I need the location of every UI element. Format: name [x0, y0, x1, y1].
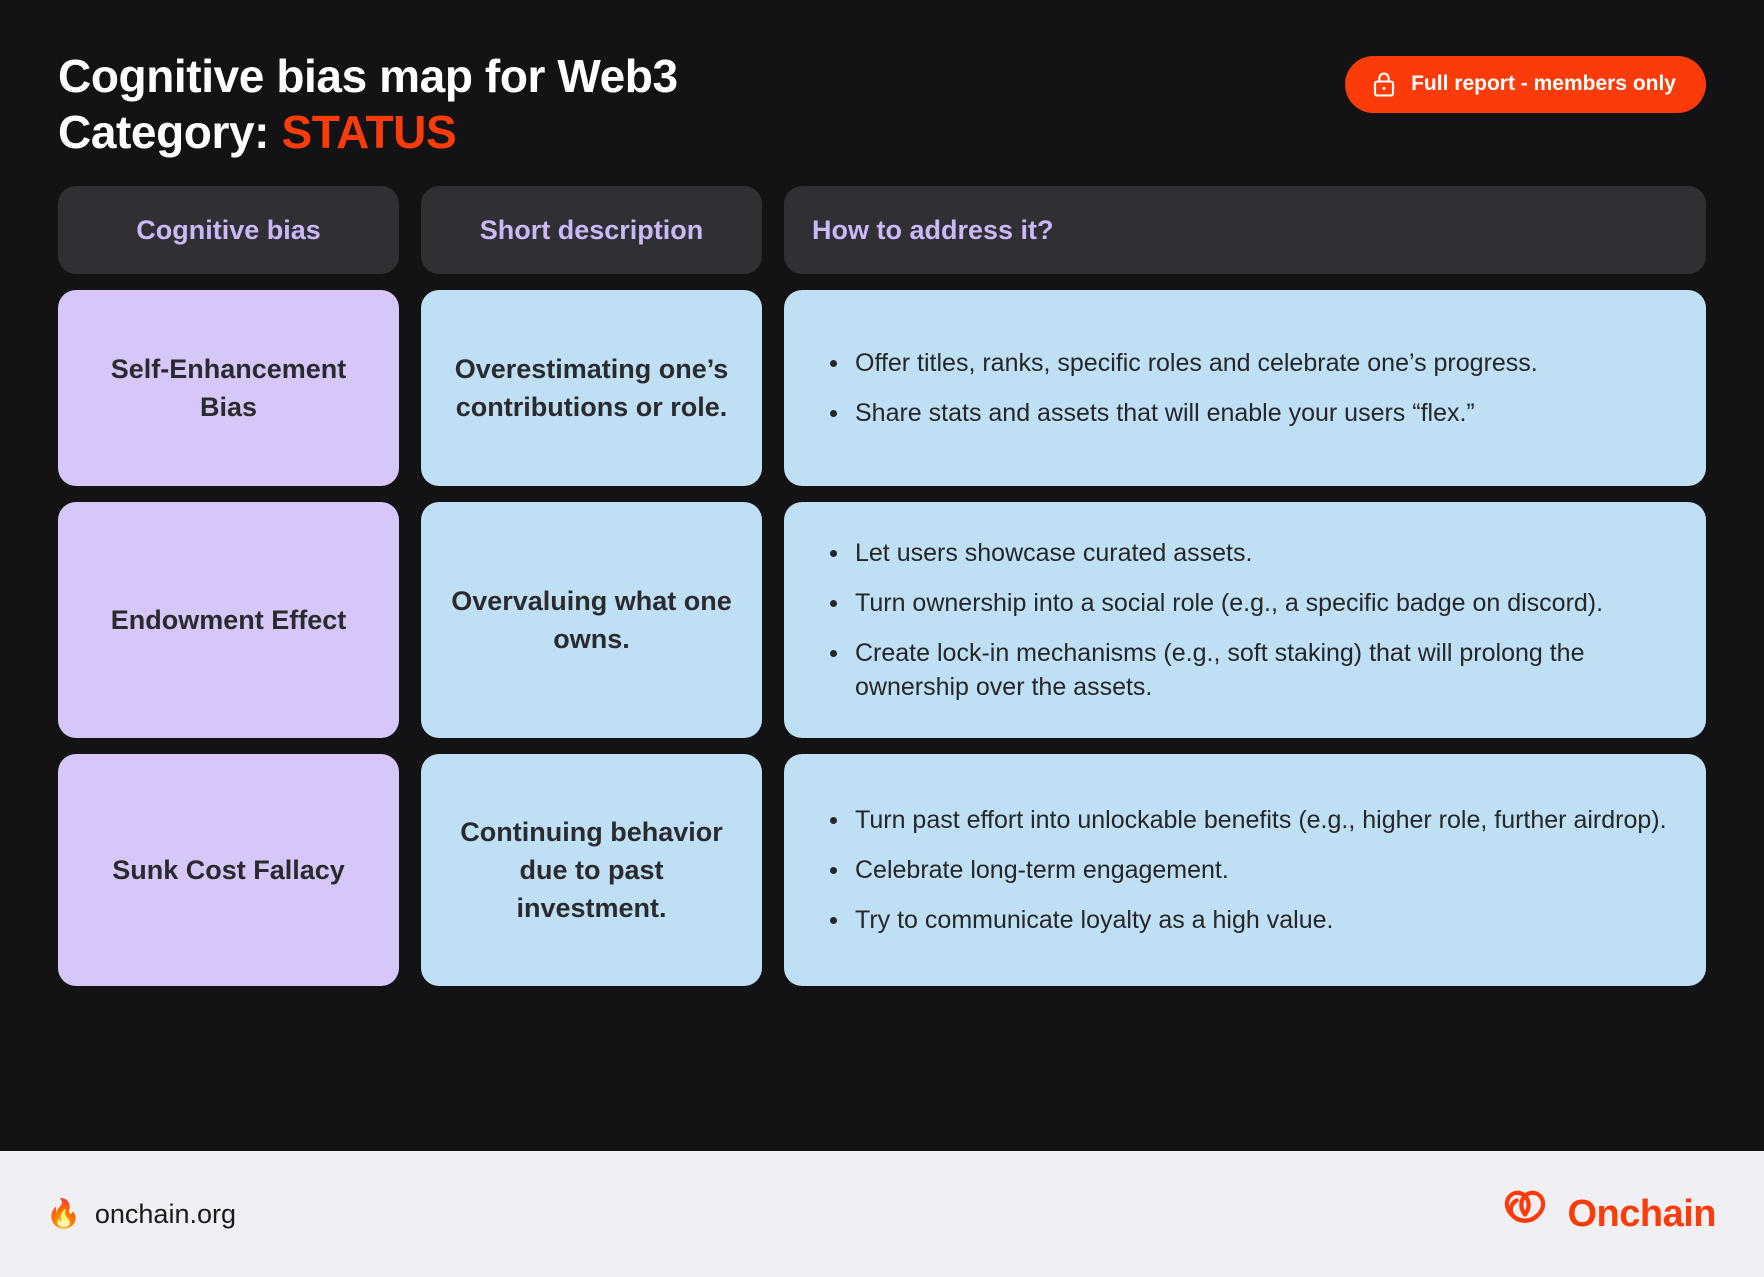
action-list: Let users showcase curated assets. Turn … [818, 536, 1672, 704]
list-item: Turn past effort into unlockable benefit… [818, 803, 1672, 837]
list-item: Try to communicate loyalty as a high val… [818, 903, 1672, 937]
list-item: Offer titles, ranks, specific roles and … [818, 346, 1672, 380]
brand-name: Onchain [1567, 1192, 1716, 1235]
category-label: Category: [58, 106, 282, 159]
table-row: Endowment Effect Overvaluing what one ow… [58, 502, 1706, 739]
full-report-badge[interactable]: Full report - members only [1345, 56, 1706, 113]
bias-description-cell: Continuing behavior due to past investme… [421, 754, 762, 987]
bias-actions-cell: Let users showcase curated assets. Turn … [784, 502, 1706, 739]
column-header-label: Short description [479, 214, 704, 245]
column-header-how-to-address: How to address it? [784, 186, 1706, 275]
list-item: Turn ownership into a social role (e.g.,… [818, 586, 1672, 620]
page-footer: 🔥 onchain.org Onchain [0, 1151, 1764, 1277]
list-item: Share stats and assets that will enable … [818, 396, 1672, 430]
table-header-row: Cognitive bias Short description How to … [58, 186, 1706, 275]
action-list: Turn past effort into unlockable benefit… [818, 803, 1672, 937]
action-list: Offer titles, ranks, specific roles and … [818, 346, 1672, 430]
column-header-short-description: Short description [421, 186, 762, 275]
list-item: Celebrate long-term engagement. [818, 853, 1672, 887]
table-row: Self-Enhancement Bias Overestimating one… [58, 290, 1706, 487]
bias-name-cell: Self-Enhancement Bias [58, 290, 399, 487]
list-item: Create lock-in mechanisms (e.g., soft st… [818, 636, 1672, 704]
bias-name-cell: Sunk Cost Fallacy [58, 754, 399, 987]
title-line-1: Cognitive bias map for Web3 [58, 50, 678, 102]
category-value: STATUS [281, 106, 457, 159]
bias-actions-cell: Turn past effort into unlockable benefit… [784, 754, 1706, 987]
bias-description-cell: Overestimating one’s contributions or ro… [421, 290, 762, 487]
footer-site[interactable]: 🔥 onchain.org [46, 1199, 236, 1230]
lock-icon [1371, 70, 1397, 98]
footer-site-label: onchain.org [94, 1198, 236, 1229]
table-row: Sunk Cost Fallacy Continuing behavior du… [58, 754, 1706, 987]
bias-table: Cognitive bias Short description How to … [0, 160, 1764, 987]
column-header-label: How to address it? [812, 214, 1054, 245]
bias-description-cell: Overvaluing what one owns. [421, 502, 762, 739]
brand-logo: Onchain [1499, 1187, 1716, 1242]
page-title: Cognitive bias map for Web3 Category: ST… [58, 48, 678, 160]
title-line-2: Category: STATUS [58, 104, 678, 160]
fire-icon: 🔥 [46, 1198, 81, 1229]
column-header-cognitive-bias: Cognitive bias [58, 186, 399, 275]
list-item: Let users showcase curated assets. [818, 536, 1672, 570]
column-header-label: Cognitive bias [136, 214, 321, 245]
page-header: Cognitive bias map for Web3 Category: ST… [0, 0, 1764, 160]
bias-actions-cell: Offer titles, ranks, specific roles and … [784, 290, 1706, 487]
full-report-badge-label: Full report - members only [1411, 72, 1676, 95]
onchain-knot-logo-icon [1499, 1187, 1551, 1242]
bias-name-cell: Endowment Effect [58, 502, 399, 739]
